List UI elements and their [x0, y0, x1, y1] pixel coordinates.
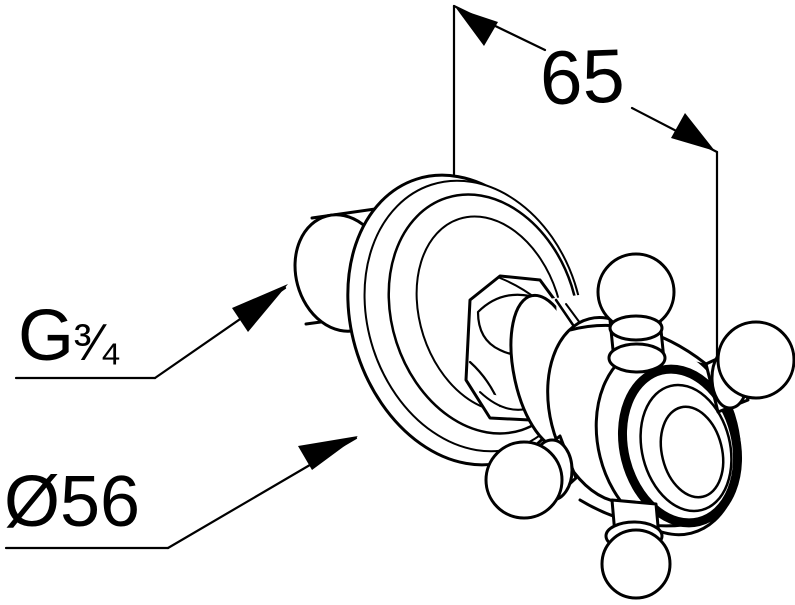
dimension-65-lines	[454, 6, 717, 430]
thread-size-label: G³⁄₄	[18, 300, 121, 372]
arrowhead-thread	[232, 284, 288, 332]
arrowhead-diameter	[298, 436, 358, 470]
thread-size-fraction: ³⁄₄	[74, 314, 122, 372]
leader-diameter	[6, 436, 358, 548]
depth-dimension-label: 65	[538, 33, 626, 122]
leader-thread	[16, 284, 288, 378]
thread-size-main: G	[18, 296, 75, 376]
handle-arm-top	[598, 254, 674, 372]
arrowhead-left	[456, 8, 498, 46]
handle-ring-bands	[607, 357, 753, 535]
rosette-diameter-label: Ø56	[4, 462, 141, 542]
handle-arm-right	[706, 322, 794, 412]
arrowhead-right	[671, 113, 715, 151]
handle-arm-left	[486, 436, 576, 518]
handle-arm-bottom	[602, 500, 670, 598]
